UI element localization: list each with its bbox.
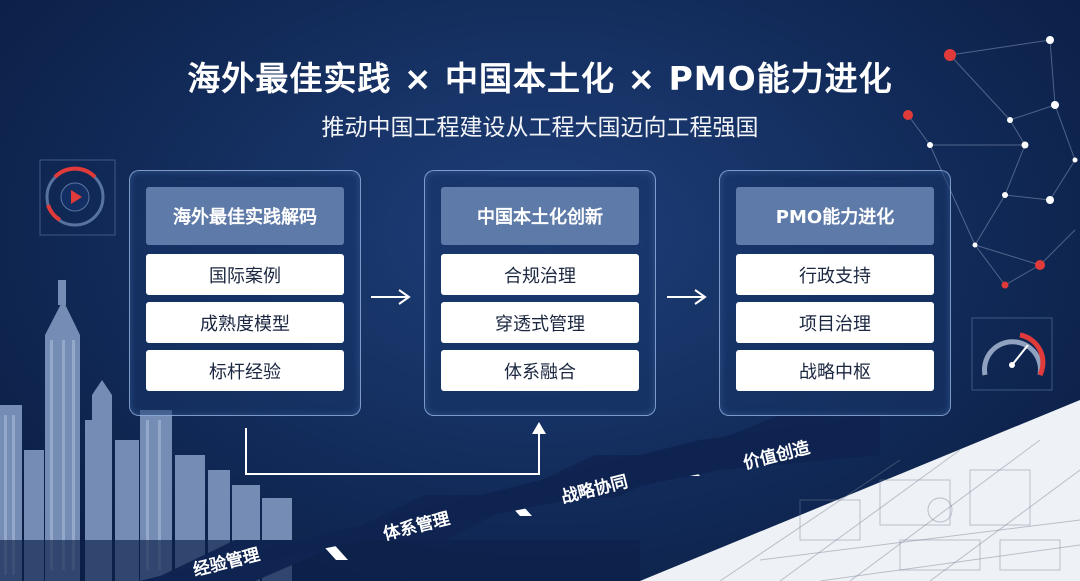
list-item: 国际案例 bbox=[146, 254, 344, 295]
panel-header: 中国本土化创新 bbox=[441, 187, 639, 245]
list-item: 合规治理 bbox=[441, 254, 639, 295]
gauge-icon-right bbox=[971, 317, 1053, 391]
list-item: 标杆经验 bbox=[146, 350, 344, 391]
panel-pmo-evolution: PMO能力进化 行政支持 项目治理 战略中枢 bbox=[719, 170, 951, 416]
panel-china-localization: 中国本土化创新 合规治理 穿透式管理 体系融合 bbox=[424, 170, 656, 416]
panel-header: 海外最佳实践解码 bbox=[146, 187, 344, 245]
right-arrow-icon bbox=[371, 289, 411, 305]
main-title: 海外最佳实践 × 中国本土化 × PMO能力进化 bbox=[187, 59, 893, 98]
panel-overseas-best-practice: 海外最佳实践解码 国际案例 成熟度模型 标杆经验 bbox=[129, 170, 361, 416]
subtitle: 推动中国工程建设从工程大国迈向工程强国 bbox=[321, 115, 759, 141]
list-item: 成熟度模型 bbox=[146, 302, 344, 343]
list-item: 项目治理 bbox=[736, 302, 934, 343]
right-arrow-icon bbox=[667, 289, 707, 305]
list-item: 行政支持 bbox=[736, 254, 934, 295]
panel-header: PMO能力进化 bbox=[736, 187, 934, 245]
list-item: 穿透式管理 bbox=[441, 302, 639, 343]
list-item: 战略中枢 bbox=[736, 350, 934, 391]
list-item: 体系融合 bbox=[441, 350, 639, 391]
dial-icon-left bbox=[39, 159, 116, 236]
